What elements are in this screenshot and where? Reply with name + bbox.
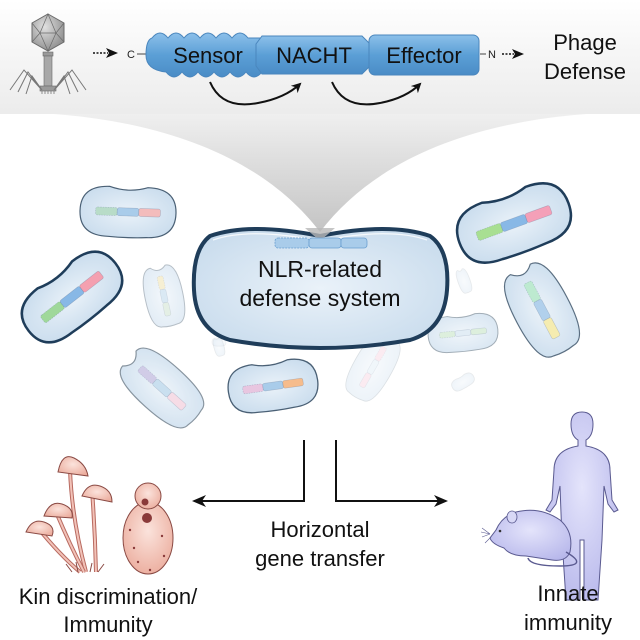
phage-defense-label-line1: Phage: [553, 30, 617, 55]
bacteriophage-icon: [9, 13, 87, 95]
gene-segment: [374, 346, 387, 362]
cone-tip: [305, 228, 335, 241]
gene-segment: [359, 372, 372, 388]
bacterial-cell: [455, 268, 473, 294]
mushrooms-icon: [25, 456, 113, 574]
effector-label: Effector: [386, 43, 461, 68]
gene-segment: [79, 271, 104, 293]
bacterial-cell: [345, 332, 401, 402]
gene-segment: [138, 208, 161, 218]
central-cell-label-line2: defense system: [239, 285, 400, 311]
bacterial-cell-population: [20, 182, 581, 429]
nacht-to-effector-arrow: [331, 81, 422, 106]
nacht-domain: NACHT: [255, 35, 371, 75]
bacterial-cell: [119, 347, 205, 429]
bacterial-cell: [227, 358, 319, 414]
hgt-right-arrow: [335, 440, 448, 507]
zoom-cone: [0, 112, 640, 232]
phage-defense-label-line2: Defense: [544, 59, 626, 84]
gene-segment: [524, 205, 553, 223]
bacterial-cell: [20, 250, 124, 344]
gene-segment: [523, 280, 541, 303]
effector-domain: Effector: [368, 34, 480, 76]
nacht-label: NACHT: [276, 43, 352, 68]
hgt-label-line1: Horizontal: [270, 517, 369, 542]
bacterial-cell: [79, 185, 177, 239]
human-silhouette-icon: [545, 411, 619, 601]
hgt-label-line2: gene transfer: [255, 546, 385, 571]
gene-segment: [470, 327, 487, 336]
bacterial-cell: [503, 262, 581, 358]
n-terminus-label: N: [488, 49, 496, 61]
bacterial-cell: [455, 182, 573, 264]
sensor-label: Sensor: [173, 43, 243, 68]
yeast-cell-icon: [122, 482, 174, 575]
bacterial-cell: [427, 312, 499, 354]
sensor-to-nacht-arrow: [209, 81, 302, 106]
gene-segment: [475, 223, 504, 241]
bacterial-cell: [211, 337, 227, 347]
gene-segment: [366, 359, 380, 375]
gene-segment: [454, 329, 472, 337]
central-cell-label-line1: NLR-related: [258, 256, 382, 282]
kin-discrimination-label-line2: Immunity: [63, 612, 152, 637]
mouse-icon: [480, 509, 578, 567]
gene-segment: [282, 377, 304, 389]
innate-immunity-label-line2: immunity: [524, 610, 612, 635]
gene-segment: [543, 317, 561, 340]
zoom-cone-upper: [0, 110, 640, 114]
kin-discrimination-label-line1: Kin discrimination/: [19, 584, 198, 609]
hgt-left-arrow: [192, 440, 305, 507]
nlr-protein-diagram: Sensor NACHT Effector: [145, 32, 480, 78]
gene-segment: [95, 206, 118, 216]
central-bacterial-cell: NLR-related defense system: [191, 227, 450, 350]
bacterial-cell: [142, 264, 186, 328]
innate-immunity-label-line1: Innate: [537, 581, 598, 606]
c-terminus-label: C: [127, 49, 135, 61]
phage-trigger-arrow: [93, 48, 118, 58]
sensor-domain: Sensor: [145, 32, 263, 78]
central-nlr-gene-icon: [274, 237, 368, 249]
gene-segment: [137, 365, 157, 384]
gene-segment: [116, 207, 140, 217]
bacterial-cell: [451, 372, 475, 392]
gene-segment: [162, 302, 172, 317]
gene-segment: [167, 392, 187, 411]
defense-output-arrow: [502, 49, 524, 59]
